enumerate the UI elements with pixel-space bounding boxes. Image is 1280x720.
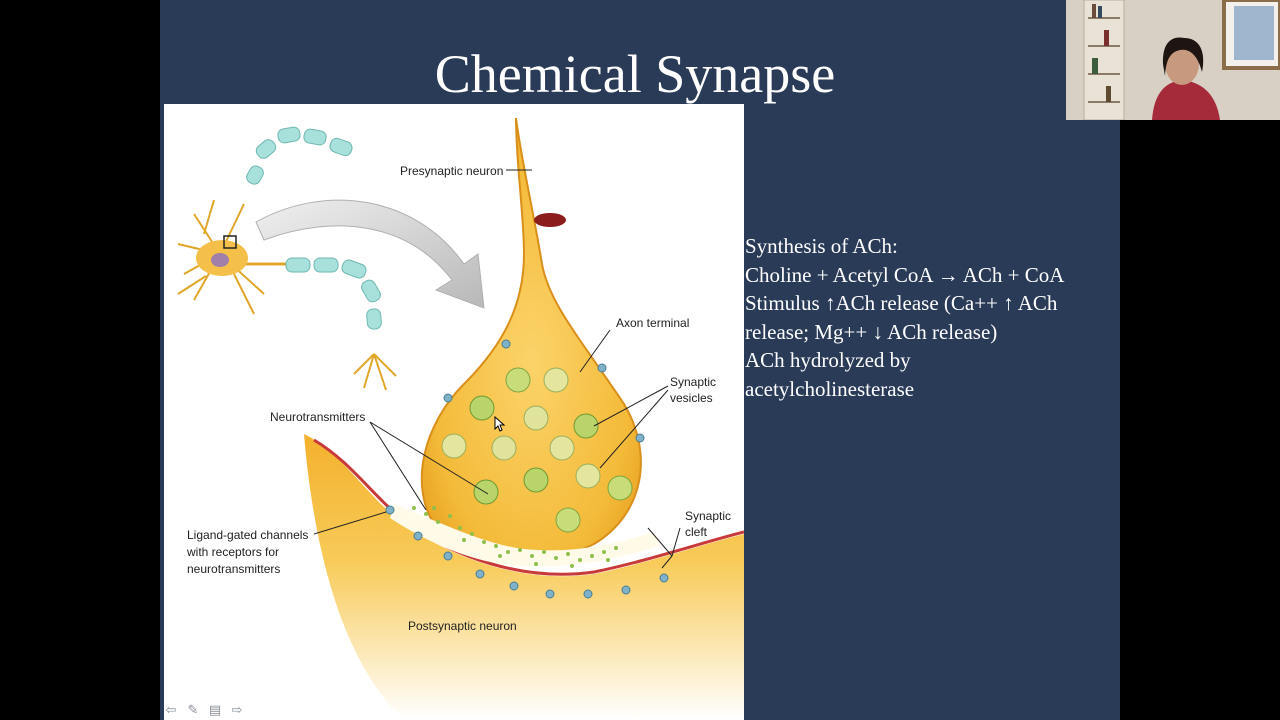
slide-notes: Synthesis of ACh: Choline + Acetyl CoA →…: [745, 232, 1064, 404]
slide: Chemical Synapse: [160, 0, 1120, 720]
label-presynaptic-neuron: Presynaptic neuron: [400, 164, 504, 178]
label-ligand-gated-line3: neurotransmitters: [187, 562, 281, 576]
presenter-body: [1152, 80, 1220, 120]
myelin-sheath-upper: [246, 126, 353, 185]
previous-arrow-icon[interactable]: ⇦: [165, 702, 177, 718]
slide-title: Chemical Synapse: [434, 44, 836, 104]
label-leader-lines: [313, 169, 681, 569]
note-line-3: Stimulus ↑ACh release (Ca++ ↑ ACh: [745, 291, 1058, 316]
synaptic-vesicles: [441, 367, 633, 533]
zoom-box: [223, 235, 237, 249]
postsynaptic-neuron: [304, 434, 744, 720]
axon-terminal: [420, 117, 642, 564]
note-line-4: release; Mg++ ↓ ACh release): [745, 319, 998, 344]
slide-navigation: ⇦ ✎ ▤ ⇨: [162, 700, 246, 720]
pen-icon[interactable]: ✎: [187, 702, 199, 718]
note-line-6: acetylcholinesterase: [745, 376, 915, 401]
synapse-figure: Presynaptic neuron Axon terminal Synapti…: [164, 104, 744, 720]
menu-icon[interactable]: ▤: [208, 702, 222, 718]
label-ligand-gated-line2: with receptors for: [187, 545, 280, 559]
books: [1092, 4, 1111, 102]
label-synaptic-vesicles-line2: vesicles: [670, 391, 713, 405]
label-ligand-gated-line1: Ligand-gated channels: [187, 528, 309, 542]
presenter-webcam: [1066, 0, 1280, 120]
receptor-channels: [385, 339, 669, 599]
postsynaptic-membrane: [313, 438, 744, 576]
label-neurotransmitters: Neurotransmitters: [270, 410, 366, 424]
label-postsynaptic-neuron: Postsynaptic neuron: [408, 619, 517, 633]
next-arrow-icon[interactable]: ⇨: [231, 702, 243, 718]
synaptic-cleft: [390, 504, 660, 567]
synapse-illustration: [177, 117, 744, 720]
presenter-face: [1165, 43, 1199, 85]
label-synaptic-cleft-line1: Synaptic: [685, 509, 732, 523]
myelin-sheath-lower: [285, 257, 382, 330]
note-line-2: Choline + Acetyl CoA → ACh + CoA: [745, 262, 1065, 287]
zoom-arrow: [255, 199, 485, 309]
neurotransmitter-dots: [412, 506, 618, 568]
label-synaptic-cleft-line2: cleft: [685, 525, 708, 539]
note-line-5: ACh hydrolyzed by: [745, 348, 911, 373]
presenter-hair: [1162, 37, 1204, 76]
neuron-nucleus: [211, 253, 229, 267]
label-synaptic-vesicles-line1: Synaptic: [670, 375, 717, 389]
label-axon-terminal: Axon terminal: [616, 316, 690, 330]
webcam-scene: [1066, 0, 1280, 120]
mouse-cursor-icon: [494, 416, 506, 432]
axon-cross-section: [534, 213, 566, 227]
note-line-1: Synthesis of ACh:: [745, 234, 898, 258]
